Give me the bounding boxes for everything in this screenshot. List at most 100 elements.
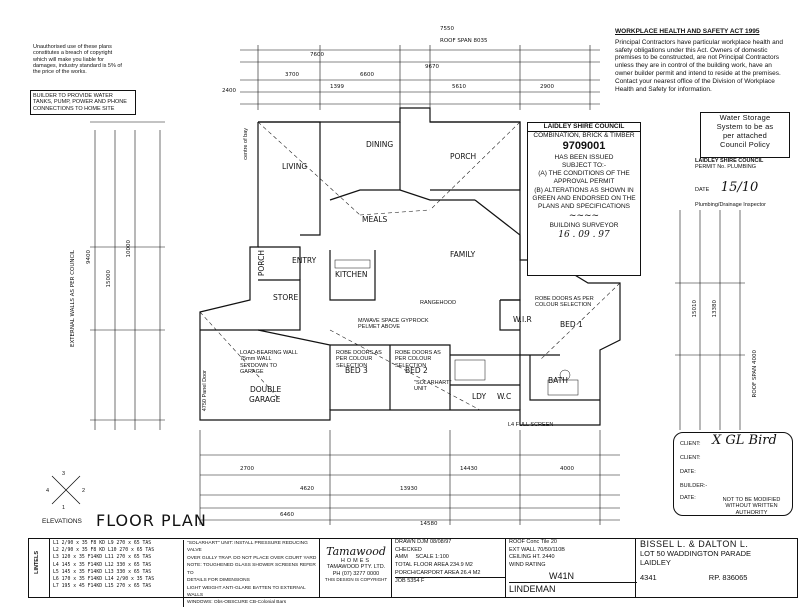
plan-name: LINDEMAN (509, 582, 637, 596)
spec-roof: ROOF Conc Tile 20 (509, 539, 557, 545)
plumbing-date-value: 15/10 (720, 179, 759, 195)
label-robe-1: ROBE DOORS AS PER COLOUR SELECTION (535, 296, 594, 309)
entry-wall (258, 246, 301, 280)
room-ldy: LDY (472, 392, 487, 401)
client1-signature: X GL Bird (712, 433, 777, 448)
spec-wind-value: W41N (549, 570, 575, 581)
drawn-value: DJM 08/08/97 (417, 539, 452, 545)
lintel-row: L4 145 x 35 F14KD L12 330 x 65 TAS (53, 562, 152, 568)
title-block: LINTELS L1 2/90 x 35 F8 KD L9 270 x 65 T… (28, 538, 800, 607)
client2-label: CLIENT: (680, 455, 701, 461)
water-line-1: Water Storage (719, 113, 771, 122)
stamp-date: 16 . 09 . 97 (558, 230, 610, 241)
family-wall (474, 199, 521, 301)
room-meals: MEALS (362, 215, 388, 224)
client-rp: RP. 836065 (708, 573, 748, 582)
lintel-row: L7 195 x 45 F14KD L15 270 x 65 TAS (53, 584, 152, 590)
spec-ext-wall: EXT WALL 70/50/110B (509, 546, 565, 553)
store-wall (258, 279, 301, 331)
builder-date-label: DATE: (680, 495, 696, 501)
dim-top-h: 2900 (540, 84, 554, 90)
job-value: 5354 F (407, 578, 425, 585)
stamp-line1: COMBINATION, BRICK & TIMBER (533, 132, 635, 140)
porch-area-label: PORCH/CARPORT AREA (395, 569, 459, 576)
whs-title: WORKPLACE HEALTH AND SAFETY ACT 1995 (615, 28, 760, 35)
plumbing-permit: LAIDLEY SHIRE COUNCIL PERMIT No. PLUMBIN… (695, 158, 787, 208)
room-garage-2: GARAGE (249, 395, 281, 404)
label-microwave: M/WAVE SPACE GYPROCK PELMET ABOVE (358, 318, 429, 331)
note-line: LIGHT WEIGHT ANTI-GLARE BATTEN TO EXTERN… (187, 585, 306, 598)
dim-bottom-e: 4000 (560, 466, 574, 472)
checked-label: CHECKED (395, 546, 422, 553)
plumbing-date-label: DATE (695, 186, 710, 193)
dim-top-overall: 7550 (440, 26, 454, 32)
whs-body: Principal Contractors have particular wo… (615, 38, 784, 93)
dim-bottom-f: 2700 (240, 466, 254, 472)
elev-num-1: 1 (62, 505, 66, 511)
elev-num-4: 4 (46, 488, 50, 494)
dim-top-g: 5610 (452, 84, 466, 90)
garage-wall (200, 329, 331, 410)
stamp-title: LAIDLEY SHIRE COUNCIL (528, 123, 640, 133)
dim-left-a: 9400 (86, 250, 92, 264)
total-area-label: TOTAL FLOOR AREA (395, 562, 449, 569)
elev-num-3: 3 (62, 471, 66, 477)
kitchen-block (329, 250, 376, 301)
plumbing-footer: Plumbing/Drainage Inspector (695, 201, 766, 208)
client-date-label: DATE: (680, 469, 696, 475)
company-phone: PH (07) 3277 0000 (332, 570, 380, 577)
dim-top-roof: ROOF SPAN 8035 (440, 38, 488, 44)
note-line: NOTE: TOUGHENED GLASS SHOWER SCREENS REF… (187, 563, 316, 576)
dim-right-b: 13380 (712, 300, 718, 318)
room-bed-1: BED 1 (560, 320, 583, 329)
label-robe-2: ROBE DOORS AS PER COLOUR SELECTION (395, 350, 441, 369)
living-wall (258, 121, 321, 236)
label-rangehood: RANGEHOOD (420, 300, 457, 306)
company-name: Tamawood (326, 545, 386, 558)
dim-top-d: 9670 (425, 64, 439, 70)
room-garage-1: DOUBLE (250, 385, 282, 394)
company-logo-block: Tamawood HOMES TAMAWOOD PTY. LTD. PH (07… (319, 539, 392, 597)
lintel-row: L3 120 x 35 F14KD L11 270 x 65 TAS (53, 555, 152, 561)
note-line: WINDOWS: Obs-OBSCURE CB-Colonial Bars (187, 600, 287, 606)
not-modified-note: NOT TO BE MODIFIED WITHOUT WRITTEN AUTHO… (722, 497, 781, 516)
spec-wind-label: WIND RATING (509, 562, 546, 569)
client-info: BISSEL L. & DALTON L. LOT 50 WADDINGTON … (635, 539, 800, 597)
scale: SCALE 1:100 (415, 554, 449, 561)
client1-label: CLIENT: (680, 441, 701, 447)
dim-top-a: 7600 (310, 52, 324, 58)
lintel-row: L5 145 x 35 F14KD L13 330 x 65 TAS (53, 569, 152, 575)
stamp-cond-a: (A) THE CONDITIONS OF THE APPROVAL PERMI… (538, 170, 630, 186)
client-town: LAIDLEY (640, 558, 671, 567)
room-family: FAMILY (450, 250, 476, 259)
label-solarhart: "SOLARHART" UNIT (414, 380, 452, 393)
dim-top-f: 1399 (330, 84, 344, 90)
water-line-4: Council Policy (720, 140, 770, 149)
note-line: "SOLARHART" UNIT: INSTALL PRESSURE REDUC… (187, 541, 308, 554)
room-porch-side: PORCH (257, 250, 266, 277)
stamp-signature: ~~~~ (568, 210, 600, 221)
ensuite (529, 355, 600, 401)
total-area: 234.9 M2 (449, 562, 473, 569)
room-bath: BATH (548, 376, 568, 385)
dim-left-c: 10000 (126, 240, 132, 258)
label-centre-bay: centre of bay (243, 128, 249, 160)
bed1-wall (500, 299, 560, 356)
water-line-2: System to be as (716, 122, 774, 131)
dim-bottom-a: 14430 (460, 466, 478, 472)
job-label: JOB (395, 578, 406, 585)
room-living: LIVING (282, 162, 308, 171)
room-wc: W.C (497, 392, 512, 401)
stamp-line2: HAS BEEN ISSUED (554, 154, 614, 161)
outer-wall (199, 107, 621, 426)
copyright-note: Unauthorised use of these plans constitu… (33, 44, 122, 76)
elevations-label: ELEVATIONS (42, 518, 82, 525)
dim-right-c: ROOF SPAN 4000 (752, 350, 758, 398)
stamp-surveyor: BUILDING SURVEYOR (549, 222, 619, 230)
client-lot: LOT 50 WADDINGTON PARADE (640, 549, 751, 558)
drawn-label: DRAWN (395, 539, 416, 545)
elevation-compass (51, 475, 81, 505)
room-dining: DINING (366, 140, 394, 149)
room-entry: ENTRY (292, 256, 317, 265)
